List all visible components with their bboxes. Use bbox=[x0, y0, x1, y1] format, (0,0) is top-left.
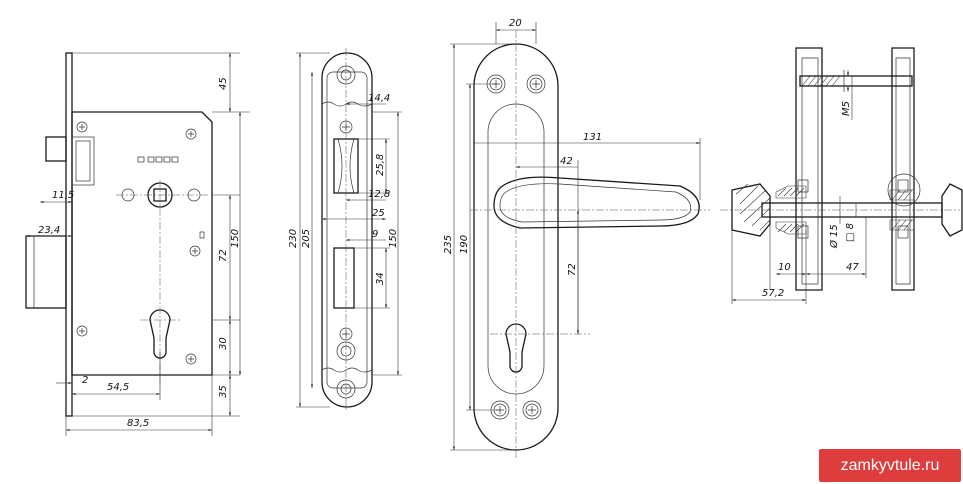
dim-190: 190 bbox=[459, 235, 470, 254]
dim-34: 34 bbox=[375, 272, 386, 285]
dim-14-4: 14,4 bbox=[368, 93, 390, 104]
through-screw bbox=[799, 75, 913, 87]
right-backplate-section bbox=[891, 47, 915, 291]
dim-42: 42 bbox=[560, 156, 573, 167]
lock-body-view: 45 150 72 30 35 11,5 23,4 2 54,5 83,5 bbox=[25, 52, 250, 436]
lock-faceplate bbox=[65, 52, 73, 417]
dim-35: 35 bbox=[218, 385, 229, 398]
dim-23-4: 23,4 bbox=[38, 225, 60, 236]
dim-47: 47 bbox=[846, 262, 859, 273]
dim-9: 9 bbox=[372, 229, 378, 240]
site-watermark: zamkyvtule.ru bbox=[819, 449, 961, 482]
dim-12-8: 12,8 bbox=[368, 189, 390, 200]
dim-230: 230 bbox=[288, 229, 299, 248]
dim-72-body: 72 bbox=[218, 249, 229, 262]
dead-bolt bbox=[25, 235, 67, 309]
dim-205: 205 bbox=[301, 229, 312, 248]
dim-m5: M5 bbox=[841, 101, 852, 116]
dim-83-5: 83,5 bbox=[127, 418, 149, 429]
dim-131: 131 bbox=[583, 132, 602, 143]
section-view: M5 Ø 15 □ 8 10 47 57,2 bbox=[720, 47, 963, 304]
cylinder-cutout bbox=[149, 309, 171, 359]
dim-sq8: □ 8 bbox=[845, 223, 856, 242]
handle-cylinder-cutout bbox=[505, 323, 527, 373]
handle-view: 20 131 42 72 235 190 bbox=[443, 18, 710, 460]
dim-25-8: 25,8 bbox=[375, 154, 386, 176]
dim-150-strike: 150 bbox=[388, 229, 399, 248]
dim-57-2: 57,2 bbox=[762, 288, 784, 299]
right-lever-section bbox=[941, 183, 963, 237]
lever-handle bbox=[493, 176, 700, 229]
latch-bolt bbox=[45, 136, 67, 162]
strike-plate-view: 230 205 150 25,8 34 14,4 12,8 25 9 bbox=[288, 48, 402, 412]
dim-45: 45 bbox=[218, 77, 229, 90]
dim-30: 30 bbox=[218, 337, 229, 350]
dim-25-strike: 25 bbox=[372, 208, 385, 219]
dim-20: 20 bbox=[509, 18, 522, 29]
dim-150-body: 150 bbox=[230, 229, 241, 248]
lock-case bbox=[71, 111, 213, 376]
dim-11-5: 11,5 bbox=[52, 190, 74, 201]
strike-plate-outline bbox=[321, 52, 373, 408]
bolt-window bbox=[333, 247, 355, 309]
left-backplate-section bbox=[795, 47, 823, 291]
dim-72-handle: 72 bbox=[567, 263, 578, 276]
dim-54-5: 54,5 bbox=[107, 382, 129, 393]
dim-10: 10 bbox=[778, 262, 791, 273]
dim-2: 2 bbox=[82, 375, 88, 386]
dim-235: 235 bbox=[443, 235, 454, 254]
dim-d15: Ø 15 bbox=[828, 224, 840, 249]
